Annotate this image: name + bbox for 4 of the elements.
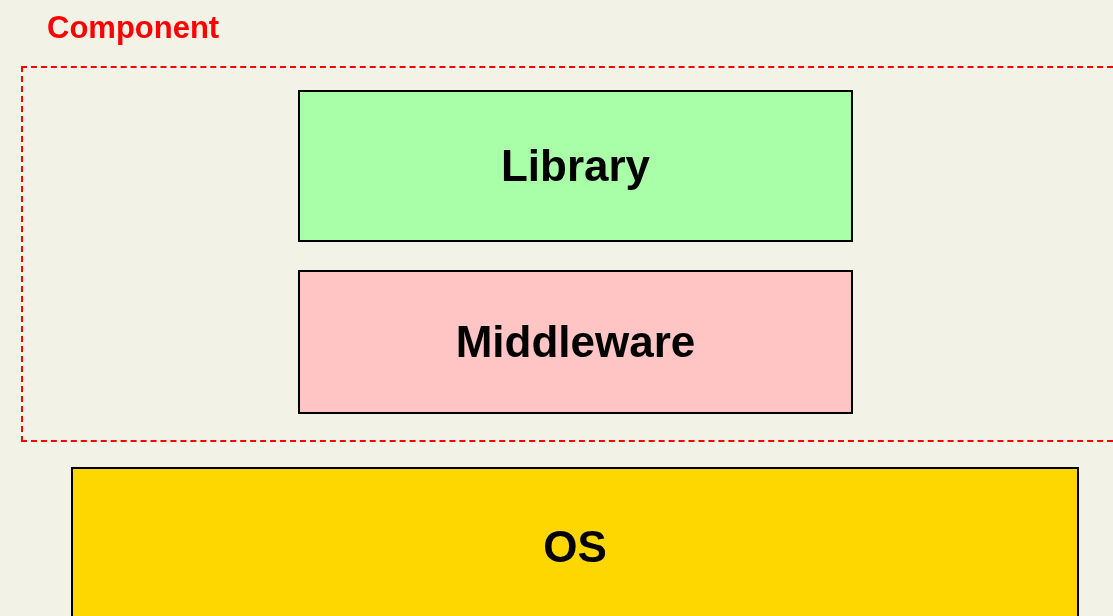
layer-box: Library bbox=[298, 90, 853, 242]
layer-box: Middleware bbox=[298, 270, 853, 414]
group-title: Component bbox=[47, 10, 220, 46]
layer-box: OS bbox=[71, 467, 1079, 616]
